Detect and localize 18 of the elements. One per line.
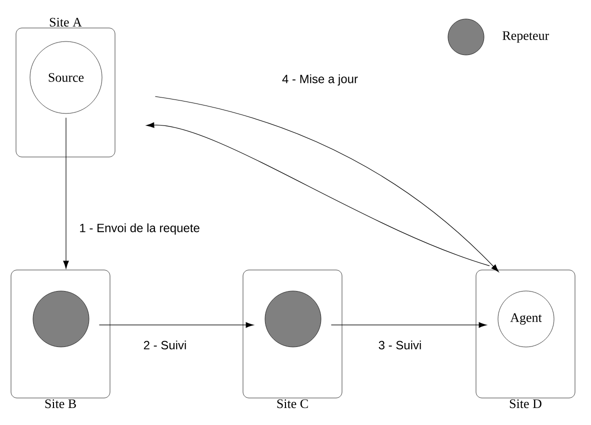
edge-label: 3 - Suivi — [377, 340, 423, 350]
arrow — [330, 322, 487, 328]
repeater-circle — [32, 290, 90, 348]
arrow — [63, 117, 69, 269]
arrow — [154, 96, 499, 272]
site-box: Site C — [242, 270, 342, 408]
repeater-circle — [264, 290, 322, 348]
site-box: Site B — [10, 270, 110, 408]
node-label: Site D — [510, 399, 542, 408]
node-label: Site A — [50, 18, 82, 27]
arrow — [146, 122, 490, 266]
legend-label: Repeteur — [502, 31, 550, 43]
node-label: Site C — [277, 399, 308, 408]
edge-label: 2 - Suivi — [142, 340, 188, 350]
node-label: Site B — [45, 399, 76, 408]
edge-label: 1 - Envoi de la requete — [78, 222, 201, 236]
edge-label: 4 - Mise a jour — [281, 73, 360, 87]
arrow — [98, 322, 254, 328]
